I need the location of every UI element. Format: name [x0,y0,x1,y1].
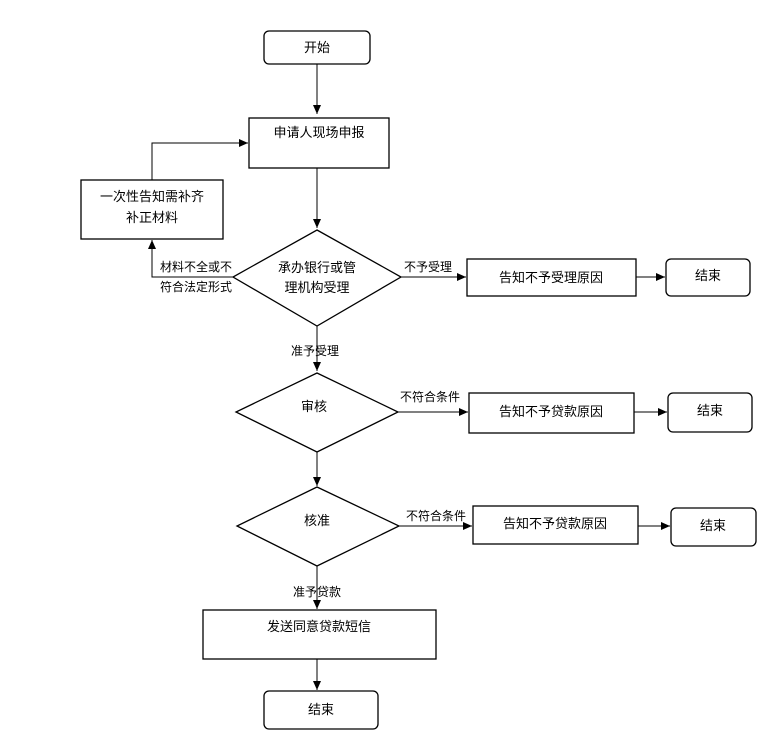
apply-text: 申请人现场申报 [273,126,364,141]
reject-loan-2-text: 告知不予贷款原因 [503,516,607,532]
edge-supplement-to-apply [151,139,248,180]
review-text: 审核 [301,400,327,415]
node-approve: 核准 [235,486,401,567]
end-1-text: 结束 [695,269,721,284]
edge-labels: 材料不全或不 符合法定形式 不予受理 准予受理 不符合条件 不符合条件 准予贷款 [160,259,466,599]
accept-decision [231,229,403,327]
node-end-1: 结束 [665,258,751,297]
end-final-text: 结束 [308,703,334,718]
review-decision [234,372,400,453]
end-final-terminal [263,690,379,730]
accept-text-line2: 理机构受理 [284,281,349,296]
node-accept: 承办银行或管 理机构受理 [231,229,403,327]
start-text: 开始 [304,41,330,56]
node-end-final: 结束 [263,690,379,730]
node-start: 开始 [263,30,371,65]
edge-accept-to-supplement [148,240,233,278]
end-1-terminal [665,258,751,297]
send-sms-text: 发送同意贷款短信 [267,619,371,635]
node-reject-accept: 告知不予受理原因 [466,258,637,297]
node-review: 审核 [234,372,400,453]
accept-text-line1: 承办银行或管 [278,261,356,276]
end-3-terminal [670,507,757,547]
approve-text: 核准 [304,514,330,529]
node-send-sms: 发送同意贷款短信 [202,609,437,660]
label-loan-granted: 准予贷款 [293,585,341,599]
node-end-2: 结束 [667,392,753,433]
reject-accept-text: 告知不予受理原因 [499,270,603,286]
label-accepted: 准予受理 [291,344,339,358]
approve-decision [235,486,401,567]
end-3-text: 结束 [700,519,726,534]
start-terminal [263,30,371,65]
label-not-accepted: 不予受理 [404,260,452,274]
reject-accept-process [466,258,637,297]
node-end-3: 结束 [670,507,757,547]
supplement-process [80,179,224,240]
node-apply: 申请人现场申报 [248,117,390,169]
edges [148,64,670,690]
node-reject-loan-2: 告知不予贷款原因 [472,505,639,545]
reject-loan-1-process [468,392,635,434]
node-reject-loan-1: 告知不予贷款原因 [468,392,635,434]
end-2-text: 结束 [697,404,723,419]
reject-loan-1-text: 告知不予贷款原因 [499,404,603,420]
end-2-terminal [667,392,753,433]
apply-process [248,117,390,169]
reject-loan-2-process [472,505,639,545]
label-approve-fail: 不符合条件 [406,508,466,523]
node-supplement: 一次性告知需补齐 补正材料 [80,179,224,240]
label-incomplete-line1: 材料不全或不 [160,259,232,274]
supplement-text-line1: 一次性告知需补齐 [100,189,204,205]
label-incomplete-line2: 符合法定形式 [160,279,232,294]
label-review-fail: 不符合条件 [400,389,460,404]
supplement-text-line2: 补正材料 [126,211,178,226]
send-sms-process [202,609,437,660]
